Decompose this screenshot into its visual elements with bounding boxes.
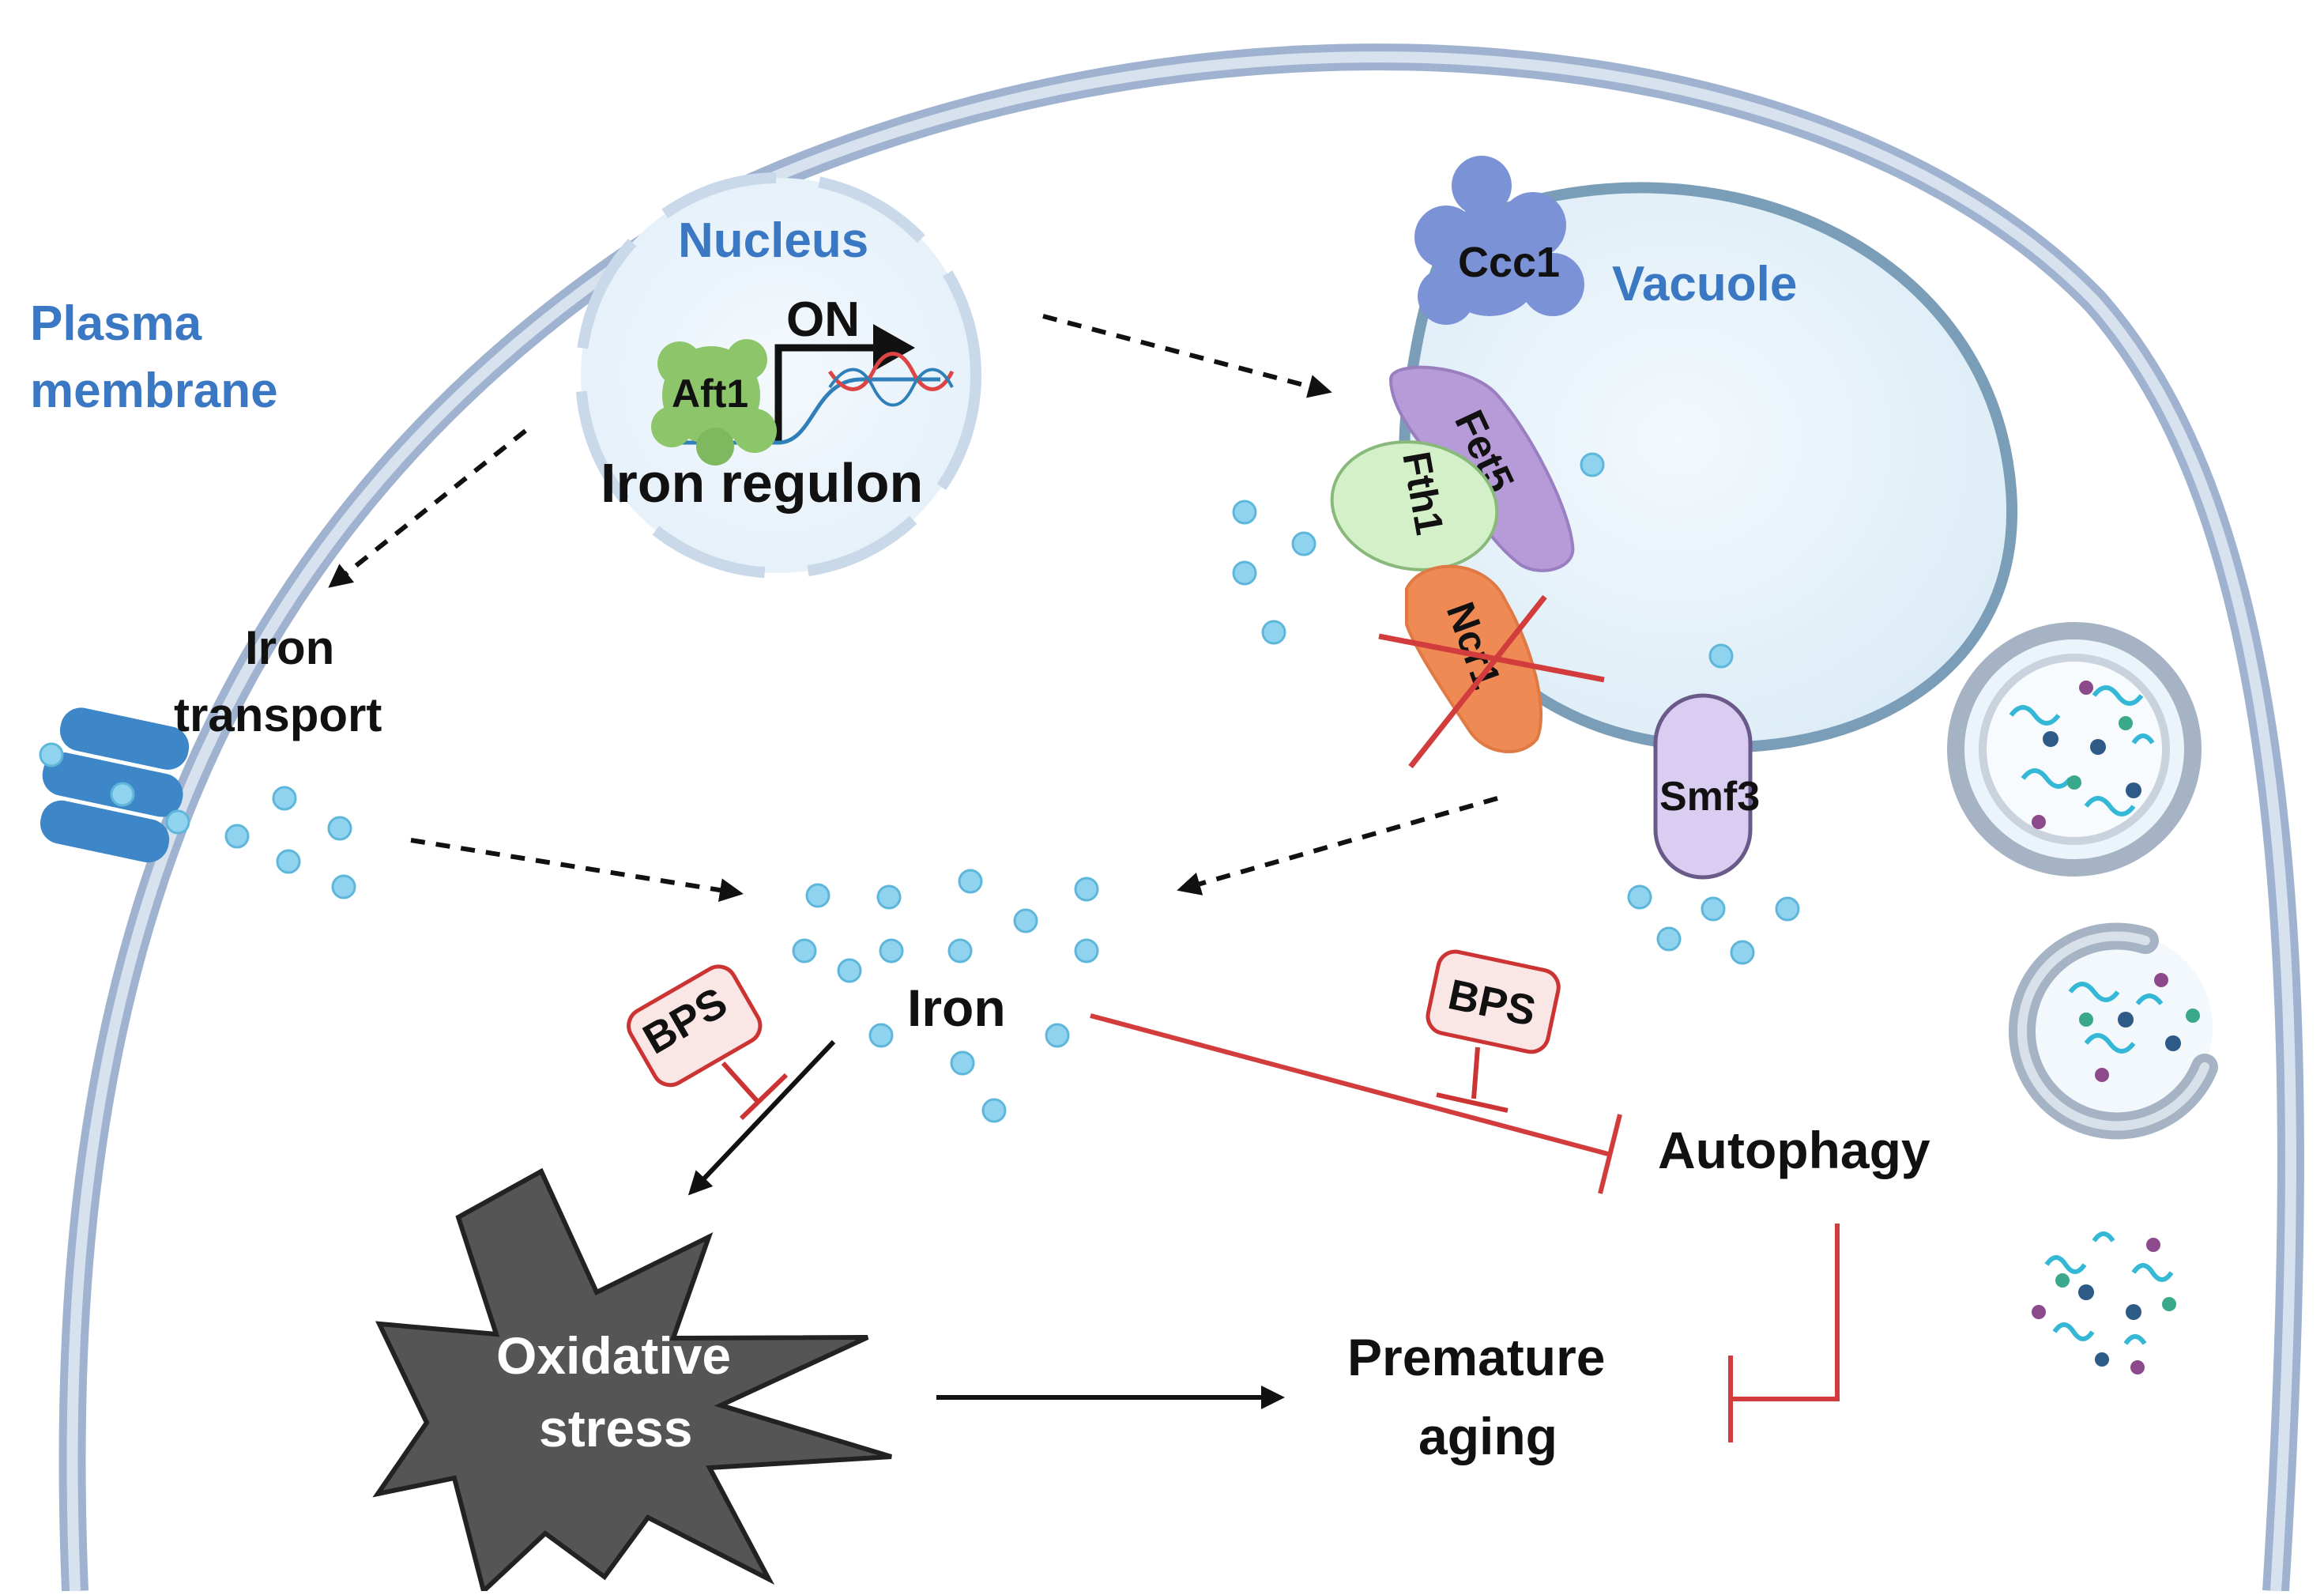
dashed-arrows	[328, 314, 1498, 902]
bps-left-tag-icon	[627, 964, 763, 1088]
smf3-label: Smf3	[1659, 774, 1760, 820]
oxidative-stress-star-icon	[372, 1167, 892, 1595]
aft1-label: Aft1	[672, 371, 748, 416]
ccc1-label: Ccc1	[1458, 239, 1560, 286]
gene-promoter-icon	[672, 324, 955, 445]
premature-aging-label-2: aging	[1418, 1407, 1557, 1465]
vesicle-cargo-icon	[2032, 1231, 2176, 1374]
bps-right-tag-icon	[1426, 949, 1561, 1054]
autophagy-label: Autophagy	[1658, 1121, 1930, 1179]
iron-transport-label-2: transport	[174, 688, 382, 741]
ncr1-deleted-cross-icon	[1378, 594, 1605, 769]
iron-transport-label-1: Iron	[245, 621, 334, 674]
iron-dots	[39, 452, 1800, 1123]
ncr1-protein-icon	[1405, 564, 1543, 753]
aft1-protein-icon	[651, 339, 777, 466]
iron-to-oxidative-arrow	[687, 1039, 836, 1196]
ccc1-protein-icon	[1414, 156, 1584, 325]
iron-transporter-icon	[40, 707, 190, 863]
iron-label: Iron	[907, 978, 1006, 1037]
phagophore-icon	[2009, 922, 2218, 1140]
iron-inhibits-autophagy	[1090, 1013, 1622, 1194]
plasma-membrane-label-1: Plasma	[30, 296, 202, 351]
nucleus-label: Nucleus	[678, 213, 868, 268]
fth1-protein-icon	[1330, 440, 1499, 571]
oxidative-stress-label-1: Oxidative	[496, 1326, 731, 1385]
plasma-membrane	[58, 43, 2304, 1593]
premature-aging-label-1: Premature	[1347, 1328, 1606, 1386]
autophagosome-icon	[1947, 622, 2202, 877]
autophagy-inhibits-aging	[1728, 1224, 1840, 1442]
smf3-protein-icon	[1653, 693, 1753, 880]
vacuole-label: Vacuole	[1612, 257, 1797, 311]
on-label: ON	[786, 292, 860, 347]
iron-regulon-label: Iron regulon	[601, 452, 923, 514]
oxidative-stress-label-2: stress	[539, 1399, 693, 1457]
plasma-membrane-label-2: membrane	[30, 364, 278, 418]
